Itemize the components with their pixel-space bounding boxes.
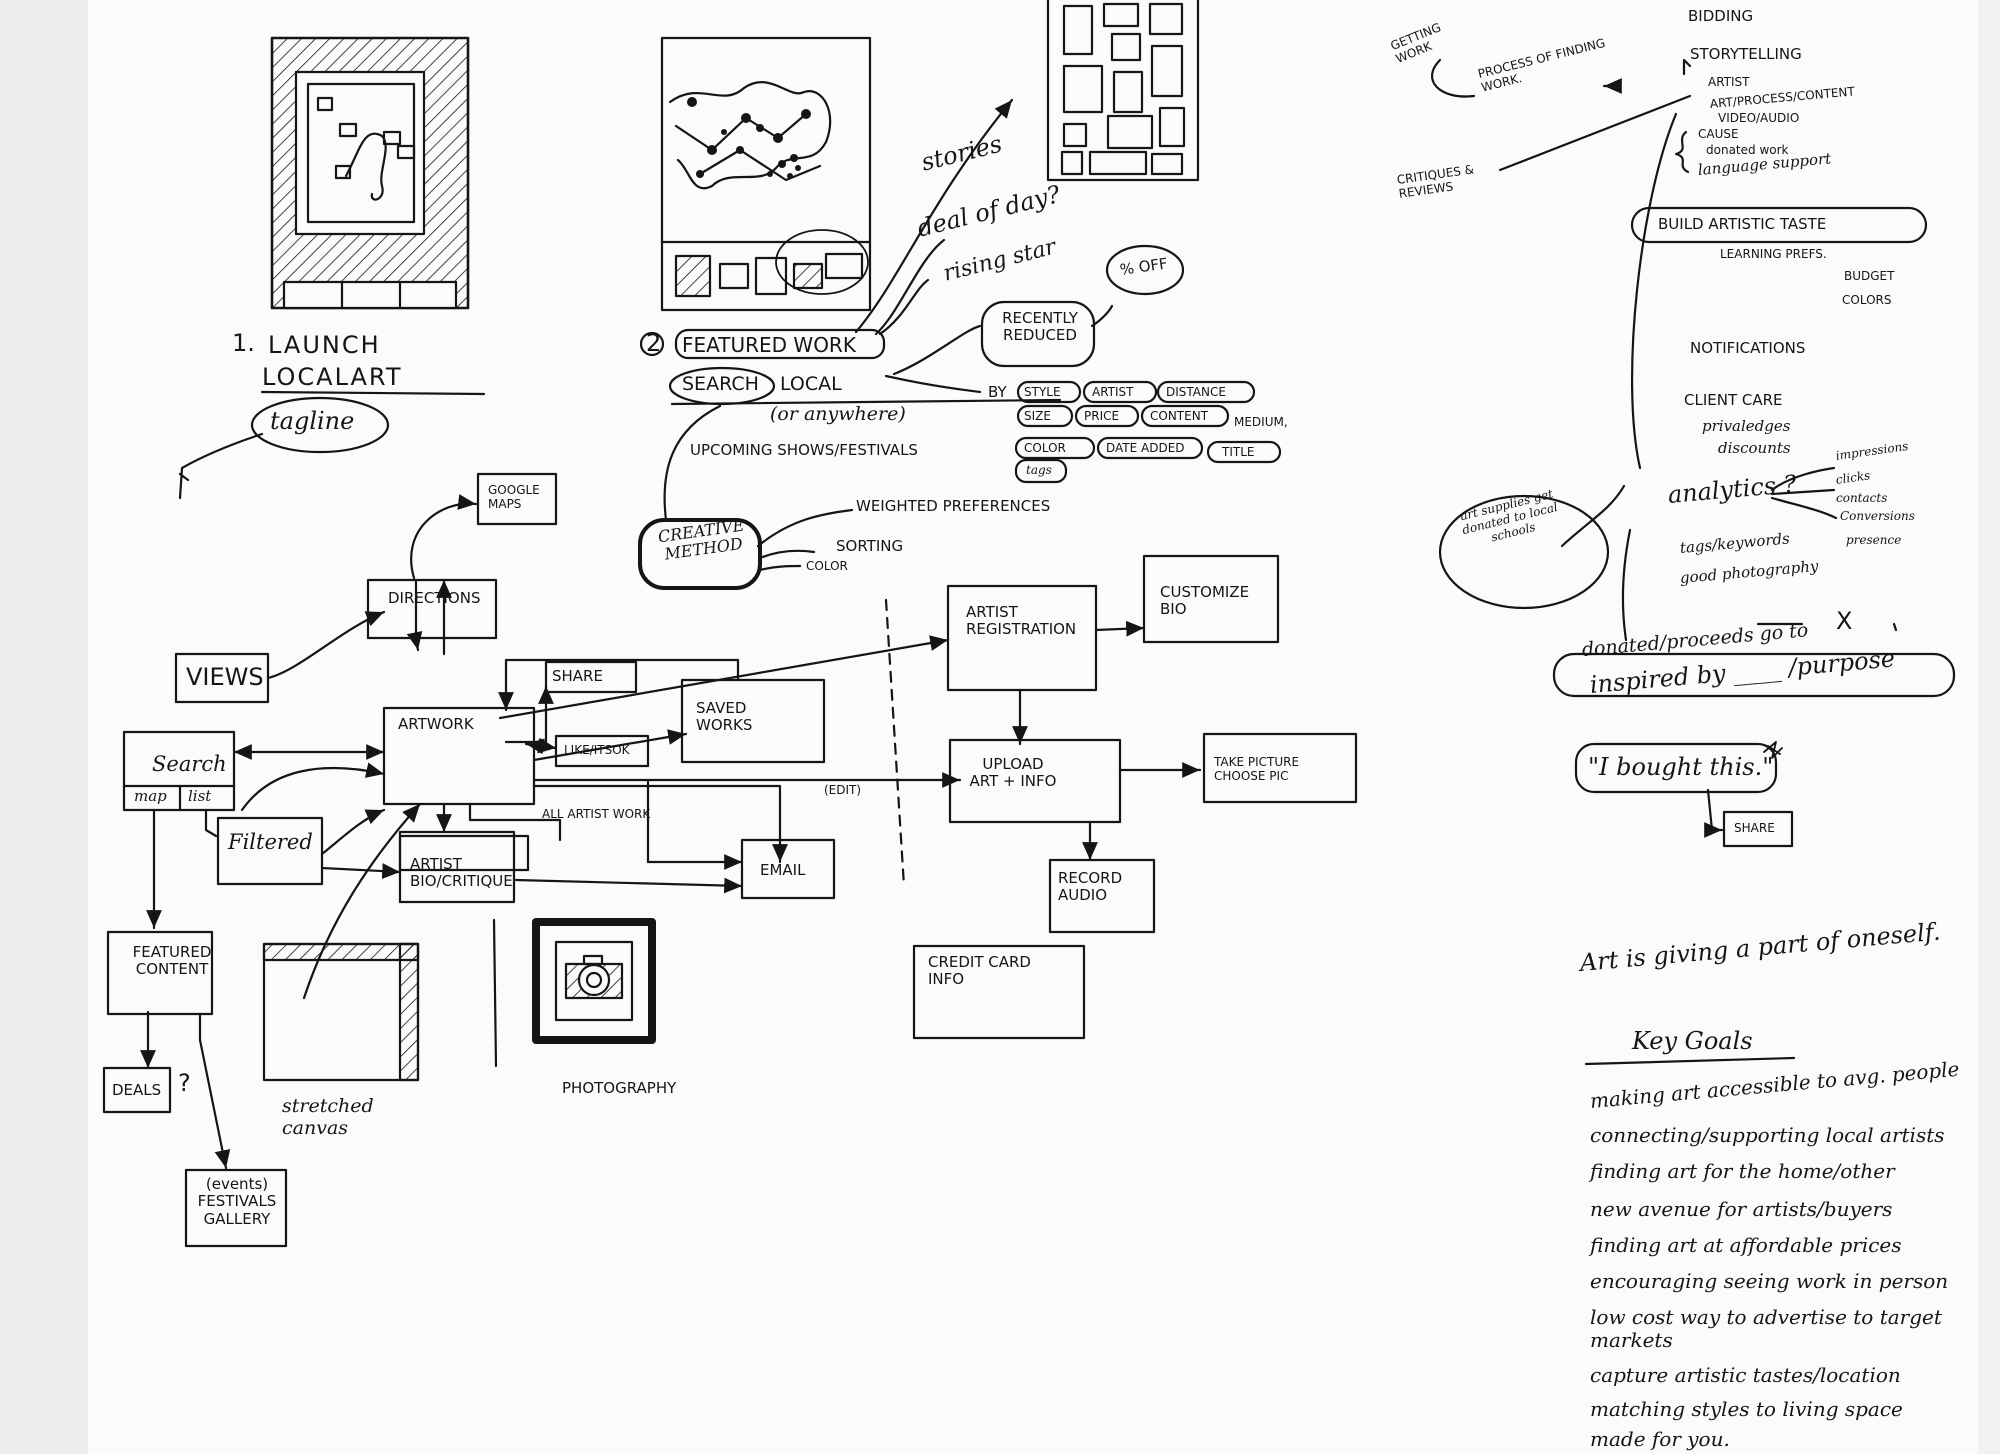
filter-color[interactable]: COLOR [1024, 441, 1066, 455]
all-artist-work-node[interactable]: ALL ARTIST WORK [542, 807, 651, 821]
filtered-node[interactable]: Filtered [228, 830, 313, 854]
search-label: SEARCH [682, 373, 759, 395]
share-node[interactable]: SHARE [552, 667, 603, 685]
sketch1-tagline: tagline [270, 407, 355, 435]
filter-artist[interactable]: ARTIST [1092, 385, 1134, 399]
google-maps-node[interactable]: GOOGLE MAPS [488, 483, 540, 511]
filter-distance[interactable]: DISTANCE [1166, 385, 1226, 399]
client-care-note: CLIENT CARE [1684, 391, 1783, 409]
search-node[interactable]: Search [152, 752, 227, 776]
goal-item: capture artistic tastes/location [1590, 1363, 1901, 1387]
views-title: VIEWS [186, 663, 264, 691]
sketch2-lines [638, 98, 1282, 590]
discounts-note: discounts [1718, 439, 1791, 457]
bought-this-note: "I bought this." [1588, 753, 1774, 781]
video-audio-note: VIDEO/AUDIO [1718, 111, 1800, 125]
goal-item: finding art for the home/other [1590, 1159, 1895, 1183]
goal-item: matching styles to living space [1590, 1397, 1903, 1421]
goal-item: connecting/supporting local artists [1590, 1123, 1945, 1147]
upload-art-node[interactable]: UPLOAD ART + INFO [969, 755, 1057, 791]
goal-item: encouraging seeing work in person [1590, 1269, 1949, 1293]
filter-title[interactable]: TITLE [1222, 445, 1255, 459]
goal-item: finding art at affordable prices [1590, 1233, 1902, 1257]
goal-item: low cost way to advertise to target mark… [1590, 1305, 1942, 1352]
upcoming-shows-label: UPCOMING SHOWS/FESTIVALS [690, 441, 918, 459]
sketch1-title: LAUNCH [268, 331, 381, 359]
featured-map-sketch [660, 36, 872, 312]
proceeds-x: X [1836, 607, 1853, 635]
sketch1-number: 1. [232, 329, 255, 357]
page-margin-shadow [0, 0, 88, 1454]
filter-date-added[interactable]: DATE ADDED [1106, 441, 1185, 455]
goal-item: made for you. [1590, 1427, 1730, 1451]
edit-label: (EDIT) [824, 783, 862, 797]
filter-medium[interactable]: MEDIUM, [1234, 415, 1288, 429]
events-festivals-node[interactable]: (events) FESTIVALS GALLERY [197, 1175, 277, 1228]
sketch2-number: 2 [646, 329, 662, 357]
take-picture-node[interactable]: TAKE PICTURE CHOOSE PIC [1214, 755, 1300, 783]
filter-price[interactable]: PRICE [1084, 409, 1120, 423]
artwork-node[interactable]: ARTWORK [398, 715, 474, 733]
weighted-preferences-label: WEIGHTED PREFERENCES [856, 497, 1051, 515]
artist-bio-node[interactable]: ARTIST BIO/CRITIQUE [410, 855, 513, 891]
notifications-note: NOTIFICATIONS [1690, 339, 1806, 357]
sketch1-app-name: LOCALART [262, 363, 403, 391]
artistic-taste-note: BUILD ARTISTIC TASTE [1658, 215, 1827, 233]
sketch1-lines [178, 390, 486, 500]
key-goals-title: Key Goals [1632, 1027, 1753, 1055]
like-node[interactable]: LIKE/ITSOK [564, 743, 630, 757]
learning-prefs-note: LEARNING PREFS. [1720, 247, 1827, 261]
saved-works-node[interactable]: SAVED WORKS [696, 699, 753, 735]
color-label: COLOR [806, 559, 848, 573]
local-label: LOCAL [780, 373, 842, 395]
filter-tags[interactable]: tags [1026, 463, 1052, 477]
by-label: BY [988, 383, 1007, 401]
featured-work-label: FEATURED WORK [682, 333, 856, 357]
flow-arrows [140, 494, 1202, 1170]
artist-registration-node[interactable]: ARTIST REGISTRATION [966, 603, 1077, 639]
colors-note: COLORS [1842, 293, 1892, 307]
filter-style[interactable]: STYLE [1024, 385, 1061, 399]
photography-label: PHOTOGRAPHY [562, 1079, 677, 1097]
conversions-note: Conversions [1840, 509, 1915, 523]
donated-work-note: donated work [1706, 143, 1789, 157]
launch-screen-sketch [270, 36, 470, 310]
featured-content-node[interactable]: FEATURED CONTENT [132, 943, 212, 979]
deals-question-mark: ? [178, 1069, 191, 1097]
storytelling-note: STORYTELLING [1690, 45, 1802, 63]
privileges-note: privaledges [1702, 417, 1791, 435]
record-audio-node[interactable]: RECORD AUDIO [1058, 869, 1123, 905]
sorting-label: SORTING [836, 537, 904, 555]
goal-item: new avenue for artists/buyers [1590, 1197, 1893, 1221]
cause-note: CAUSE [1698, 127, 1739, 141]
filter-size[interactable]: SIZE [1024, 409, 1051, 423]
share-bought-button[interactable]: SHARE [1734, 821, 1775, 835]
presence-note: presence [1846, 533, 1902, 547]
map-view-tab[interactable]: map [134, 787, 167, 805]
anywhere-label: (or anywhere) [770, 403, 906, 425]
flow-boxes [102, 472, 1358, 1248]
filter-content[interactable]: CONTENT [1150, 409, 1209, 423]
page-edge [1978, 0, 2000, 1454]
email-node[interactable]: EMAIL [760, 861, 806, 879]
canvas-and-camera [262, 918, 656, 1082]
directions-node[interactable]: DIRECTIONS [388, 589, 481, 607]
deals-node[interactable]: DEALS [112, 1081, 162, 1099]
artist-note: ARTIST [1708, 75, 1750, 89]
grid-view-sketch [1046, 0, 1200, 182]
list-view-tab[interactable]: list [188, 787, 212, 805]
contacts-note: contacts [1836, 491, 1888, 505]
budget-note: BUDGET [1844, 269, 1895, 283]
recently-reduced-label: RECENTLY REDUCED [1002, 309, 1078, 345]
customize-bio-node[interactable]: CUSTOMIZE BIO [1160, 583, 1250, 619]
stretched-canvas-label: stretched canvas [282, 1095, 374, 1139]
notes-lines [1431, 58, 1956, 1066]
bidding-note: BIDDING [1688, 7, 1754, 25]
credit-card-node[interactable]: CREDIT CARD INFO [928, 953, 1031, 989]
